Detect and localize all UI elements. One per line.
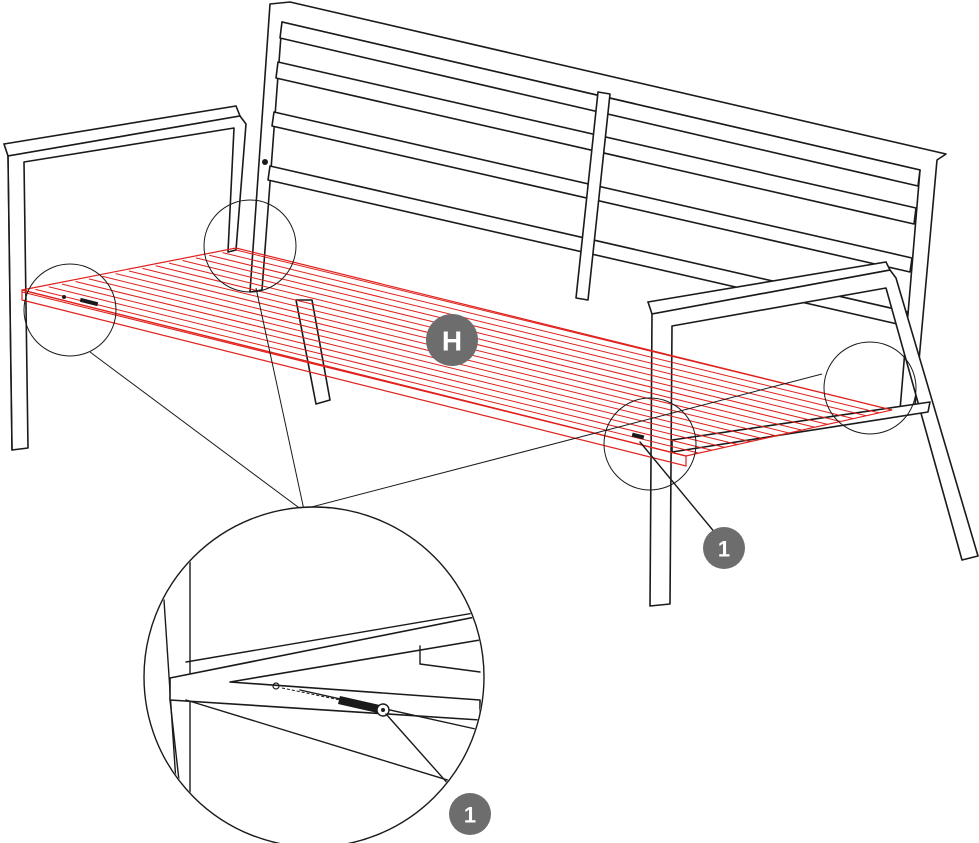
- part-number-text-right: 1: [718, 537, 730, 562]
- backrest: [249, 1, 947, 411]
- seat-slat-line: [209, 254, 867, 417]
- left-armrest: [2, 105, 247, 451]
- seat-slat-line: [195, 257, 854, 420]
- seat-frame-outline: [21, 247, 893, 467]
- part-number-badge-detail: 1: [449, 793, 491, 835]
- seat-slat-line: [75, 281, 738, 445]
- panel-label-text: H: [442, 326, 462, 357]
- right-armrest: [646, 261, 979, 607]
- seat-slat-line: [35, 288, 699, 454]
- detail-view: [143, 506, 485, 843]
- seat-slat-line: [155, 265, 815, 428]
- seat-slat-line: [169, 262, 828, 425]
- seat-slat-line: [102, 275, 764, 440]
- part-number-badge-right: 1: [703, 527, 745, 569]
- seat-slat-line: [48, 286, 712, 451]
- seat-slat-line: [182, 260, 841, 422]
- panel-label-badge: H: [426, 314, 478, 366]
- seat-slat-line: [88, 278, 751, 443]
- seat-slat-line: [222, 252, 880, 414]
- detail-circles: [23, 199, 917, 535]
- seat-slat-line: [62, 283, 725, 448]
- part-number-text-detail: 1: [464, 803, 476, 828]
